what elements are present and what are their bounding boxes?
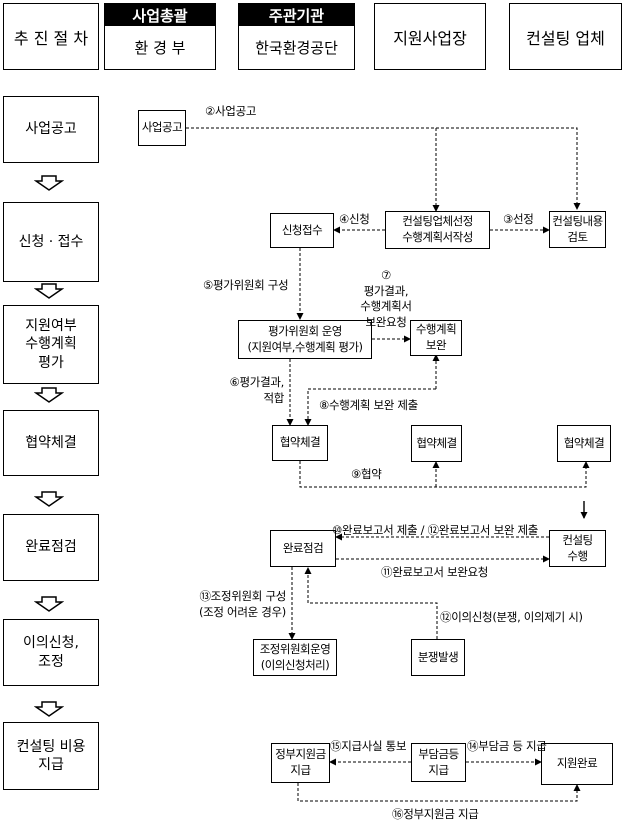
label-announce: ②사업공고 bbox=[205, 104, 257, 118]
header-general-name: 환 경 부 bbox=[134, 39, 186, 57]
node-dispute: 분쟁발생 bbox=[411, 639, 465, 676]
node-receipt: 신청접수 bbox=[270, 213, 334, 248]
node-agreement-workplace: 협약체결 bbox=[411, 425, 462, 462]
header-procedure: 추 진 절 차 bbox=[3, 3, 99, 70]
label-submit-report: ⑩완료보고서 제출 / ⑫완료보고서 보완 제출 bbox=[332, 523, 539, 537]
step-evaluate: 지원여부 수행계획 평가 bbox=[3, 305, 99, 384]
down-arrow-icon bbox=[34, 175, 64, 191]
node-agreement-agency: 협약체결 bbox=[272, 425, 328, 461]
down-arrow-icon bbox=[34, 491, 64, 507]
header-agency-role: 주관기관 bbox=[239, 4, 354, 26]
edge-submit-supplement bbox=[304, 388, 436, 426]
label-pass: ⑥평가결과, 적합 bbox=[229, 375, 285, 405]
step-announce: 사업공고 bbox=[3, 96, 99, 163]
header-general: 사업총괄 환 경 부 bbox=[104, 3, 216, 70]
node-inspection: 완료점검 bbox=[270, 530, 336, 567]
header-consultant: 컨설팅 업체 bbox=[509, 3, 622, 70]
node-select: 컨설팅업체선정 수행계획서작성 bbox=[385, 211, 490, 249]
label-submit-supplement: ⑧수행계획 보완 제출 bbox=[319, 398, 418, 412]
header-workplace: 지원사업장 bbox=[374, 3, 486, 70]
label-form-committee: ⑤평가위원회 구성 bbox=[203, 278, 289, 292]
edge-agreement bbox=[299, 461, 590, 488]
header-procedure-label: 추 진 절 차 bbox=[13, 28, 89, 48]
down-arrow-icon bbox=[34, 701, 64, 717]
label-agreement: ⑨협약 bbox=[351, 467, 382, 481]
label-form-adjust: ⑬조정위원회 구성 (조정 어려운 경우) bbox=[198, 589, 286, 619]
node-complete: 지원완료 bbox=[541, 743, 613, 785]
step-inspection: 완료점검 bbox=[3, 514, 99, 581]
header-agency: 주관기관 한국환경공단 bbox=[238, 3, 355, 70]
step-apply: 신청 · 접수 bbox=[3, 202, 99, 282]
step-agreement: 협약체결 bbox=[3, 410, 99, 476]
node-announce: 사업공고 bbox=[138, 110, 186, 146]
edge-pay-gov bbox=[297, 783, 581, 802]
down-arrow-icon bbox=[34, 387, 64, 403]
edge-objection bbox=[304, 567, 438, 639]
node-perform: 컨설팅 수행 bbox=[549, 530, 606, 567]
header-workplace-label: 지원사업장 bbox=[393, 28, 467, 48]
label-pay-share: ⑭부담금 등 지급 bbox=[467, 739, 547, 753]
header-general-role: 사업총괄 bbox=[105, 4, 215, 26]
label-pay-gov: ⑯정부지원금 지급 bbox=[392, 807, 479, 821]
label-request-supplement: ⑦ 평가결과, 수행계획서 보완요청 bbox=[360, 268, 412, 329]
down-arrow-icon bbox=[34, 596, 64, 612]
down-arrow-icon bbox=[34, 283, 64, 299]
edge-announce bbox=[186, 127, 581, 210]
label-select: ③선정 bbox=[503, 212, 534, 226]
node-adjust: 조정위원회운영 (이의신청처리) bbox=[253, 639, 337, 676]
step-payment: 컨설팅 비용 지급 bbox=[3, 722, 99, 790]
node-review: 컨설팅내용 검토 bbox=[549, 211, 606, 248]
header-consultant-label: 컨설팅 업체 bbox=[526, 28, 605, 48]
node-supplement: 수행계획 보완 bbox=[410, 320, 462, 356]
node-committee: 평가위원회 운영 (지원여부,수행계획 평가) bbox=[238, 320, 372, 359]
label-apply: ④신청 bbox=[339, 212, 370, 226]
node-gov-pay: 정부지원금 지급 bbox=[271, 743, 330, 783]
step-objection: 이의신청, 조정 bbox=[3, 619, 99, 686]
node-share-pay: 부담금등 지급 bbox=[411, 743, 466, 782]
label-report-supplement-request: ⑪완료보고서 보완요청 bbox=[381, 565, 489, 579]
header-agency-name: 한국환경공단 bbox=[255, 39, 338, 57]
label-objection: ⑫이의신청(분쟁, 이의제기 시) bbox=[440, 610, 583, 624]
label-notify-payment: ⑮지급사실 통보 bbox=[330, 739, 407, 753]
node-agreement-consultant: 협약체결 bbox=[557, 425, 611, 462]
